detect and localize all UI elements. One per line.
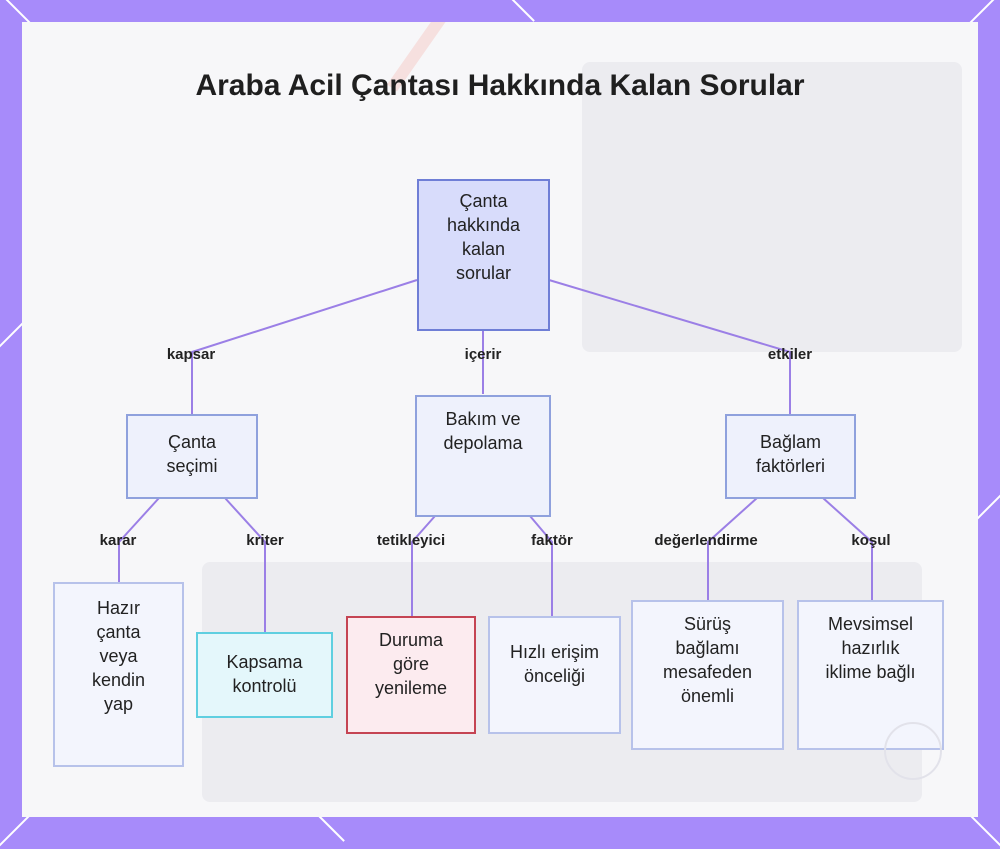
node-coverage: Kapsama kontrolü [196,632,333,718]
node-driving-label: Sürüş bağlamı mesafeden önemli [662,614,753,706]
edge-selection-diy [118,497,160,582]
edge-label-etkiler: etkiler [767,346,813,363]
node-context: Bağlam faktörleri [725,414,856,499]
node-quick-access: Hızlı erişim önceliği [488,616,621,734]
node-root: Çanta hakkında kalan sorular [417,179,550,331]
edge-lines [118,279,873,632]
corner-decoration-ml [0,322,24,360]
node-maintenance: Bakım ve depolama [415,395,551,517]
watermark-logo-icon [884,722,942,780]
edge-context-seasonal [822,497,873,600]
edge-selection-coverage [224,497,266,632]
node-maintenance-label: Bakım ve depolama [443,409,523,453]
node-ready-or-diy-label: Hazır çanta veya kendin yap [91,598,146,714]
edge-root-context [548,279,791,414]
node-context-label: Bağlam faktörleri [755,432,826,476]
node-ready-or-diy: Hazır çanta veya kendin yap [53,582,184,767]
edge-context-driving [707,497,758,600]
edge-maintenance-renew [411,515,436,616]
node-quick-access-label: Hızlı erişim önceliği [510,642,599,686]
node-selection: Çanta seçimi [126,414,258,499]
edge-label-kriter: kriter [246,532,284,549]
node-driving: Sürüş bağlamı mesafeden önemli [631,600,784,750]
node-coverage-label: Kapsama kontrolü [226,652,303,696]
node-selection-label: Çanta seçimi [166,432,218,476]
edge-label-icerir: içerir [464,346,502,363]
node-seasonal-label: Mevsimsel hazırlık iklime bağlı [825,614,916,682]
diagram-title: Araba Acil Çantası Hakkında Kalan Sorula… [195,69,805,102]
corner-decoration-mr [976,482,1000,520]
node-renew-label: Duruma göre yenileme [374,630,448,698]
edge-label-kapsar: kapsar [166,346,216,363]
edge-root-selection [191,279,418,414]
edge-label-degerlendirme: değerlendirme [654,532,758,549]
background-kit-image [582,62,962,352]
node-renew: Duruma göre yenileme [346,616,476,734]
edge-label-kosul: koşul [851,532,891,549]
node-seasonal: Mevsimsel hazırlık iklime bağlı [797,600,944,750]
edge-label-tetikleyici: tetikleyici [376,532,446,549]
edge-label-faktor: faktör [531,532,573,549]
corner-decoration-t2 [505,0,535,22]
node-root-label: Çanta hakkında kalan sorular [446,191,521,283]
edge-maintenance-access [529,515,553,616]
edge-label-karar: karar [99,532,137,549]
diagram-panel: Araba Acil Çantası Hakkında Kalan Sorula… [22,22,978,817]
